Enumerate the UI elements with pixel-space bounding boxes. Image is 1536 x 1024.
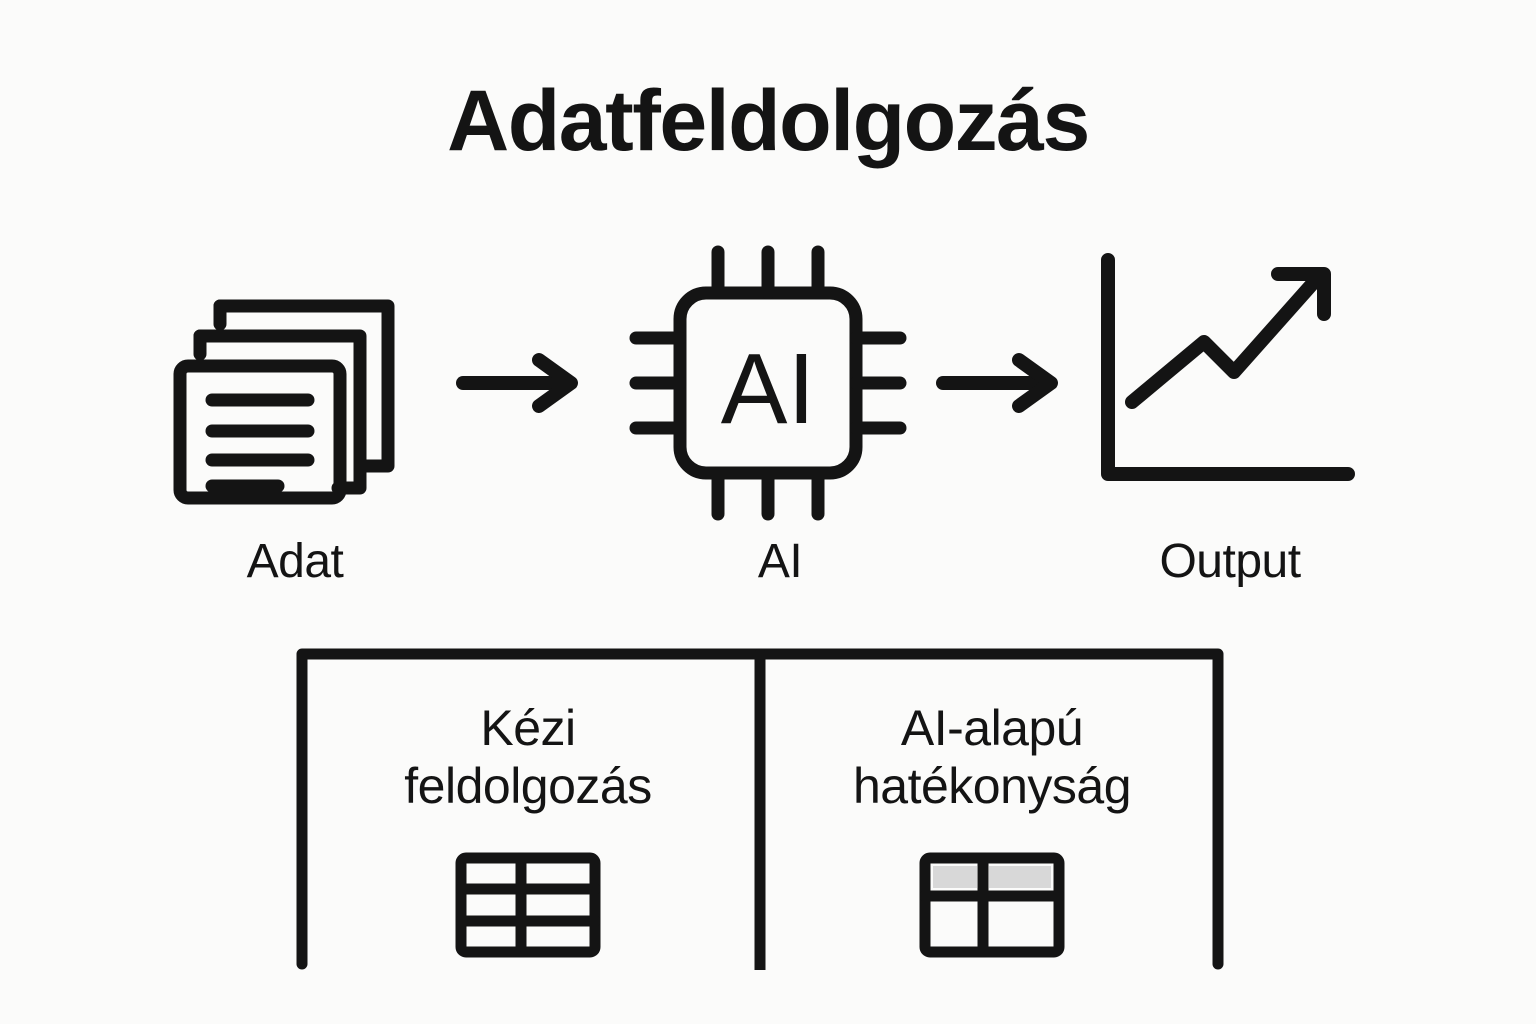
comparison-column-ai-title: AI-alapú hatékonyság <box>852 700 1132 814</box>
flow-label-data: Adat <box>246 535 344 588</box>
comparison-column-manual-title: Kézi feldolgozás <box>404 700 652 814</box>
comparison-column-manual: Kézi feldolgozás <box>296 670 760 970</box>
comparison-column-ai: AI-alapú hatékonyság <box>760 670 1224 970</box>
flow-node-data <box>170 248 420 508</box>
table-header-highlight-icon <box>919 852 1065 958</box>
comparison-panel: Kézi feldolgozás AI-alapú hatékonyság <box>296 640 1224 970</box>
flow-label-ai: AI <box>757 535 803 588</box>
table-header-cell-right <box>989 866 1051 888</box>
ai-chip-text: AI <box>721 333 815 445</box>
flow-arrow-2 <box>935 352 1065 414</box>
arrow-right-icon <box>456 353 578 413</box>
flow-node-ai: AI <box>618 238 918 528</box>
comparison-panel-frame <box>296 648 1224 970</box>
line-chart-up-icon <box>1101 253 1355 481</box>
table-header-cell-left <box>933 866 977 888</box>
ai-chip-icon: AI <box>629 245 907 521</box>
table-grid-icon <box>455 852 601 958</box>
documents-stack-icon <box>173 299 395 505</box>
page-title: Adatfeldolgozás <box>447 73 1090 169</box>
flow-label-output: Output <box>1159 535 1301 588</box>
flow-arrow-1 <box>455 352 585 414</box>
arrow-right-icon <box>936 353 1058 413</box>
flow-node-output <box>1092 248 1364 498</box>
